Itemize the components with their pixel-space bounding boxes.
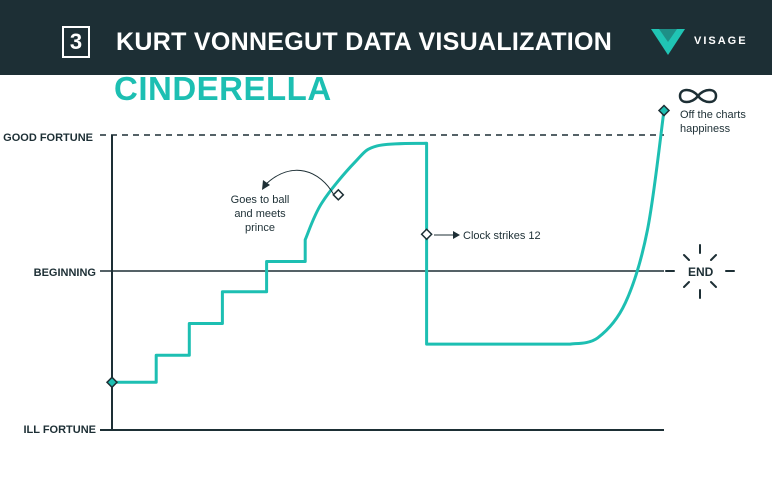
header-bar: 3 KURT VONNEGUT DATA VISUALIZATION VISAG… xyxy=(0,0,772,75)
annotation-ball: Goes to ball and meets prince xyxy=(230,194,290,234)
start-marker xyxy=(105,376,119,389)
end-burst-icon xyxy=(665,244,735,299)
step-badge: 3 xyxy=(62,26,90,58)
story-curve xyxy=(112,110,666,384)
marker-ball xyxy=(332,188,345,201)
y-label-beginning: BEGINNING xyxy=(33,267,96,279)
end-label: END xyxy=(688,265,714,279)
chart-title: CINDERELLA xyxy=(114,70,332,107)
annotation-happiness: Off the charts happiness xyxy=(680,109,746,135)
ball-arrowhead xyxy=(262,180,270,190)
infinity-icon xyxy=(678,88,718,104)
marker-clock xyxy=(420,228,433,241)
brand-name: VISAGE xyxy=(694,35,748,47)
annotation-clock: Clock strikes 12 xyxy=(463,230,541,242)
header-title: KURT VONNEGUT DATA VISUALIZATION xyxy=(116,28,613,56)
marker-infinity xyxy=(657,104,671,117)
y-label-ill-fortune: ILL FORTUNE xyxy=(23,424,96,436)
visage-logo-icon xyxy=(651,29,685,55)
ball-arrow xyxy=(265,169,335,196)
clock-arrowhead xyxy=(453,231,460,239)
y-label-good-fortune: GOOD FORTUNE xyxy=(3,132,93,144)
